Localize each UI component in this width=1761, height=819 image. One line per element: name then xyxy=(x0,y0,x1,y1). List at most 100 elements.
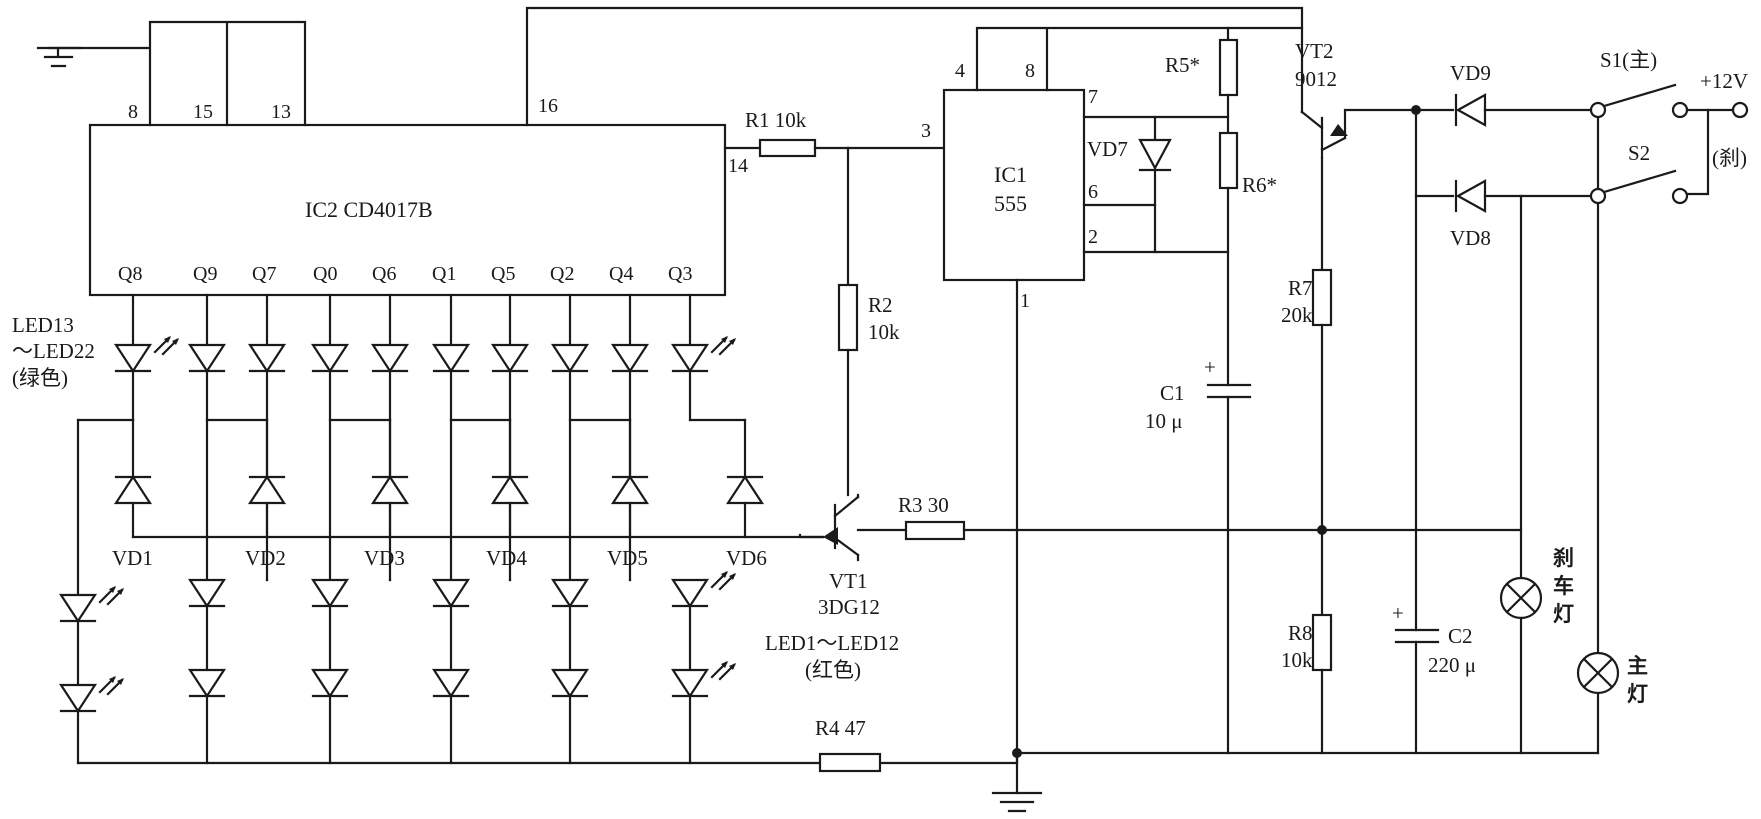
vt2-name: VT2 xyxy=(1295,39,1334,63)
red-led-row1-4-arrowhead-2 xyxy=(729,573,736,580)
red-led-row1-2 xyxy=(431,578,471,609)
junction-gnd xyxy=(1012,748,1022,758)
main-lamp-char-1: 主 xyxy=(1627,654,1648,678)
c2-name: C2 xyxy=(1448,624,1473,648)
green-led-left-2-arrowhead-2 xyxy=(117,678,124,685)
vt2-type: 9012 xyxy=(1295,67,1337,91)
red-led-row1-4-arrowhead-1 xyxy=(721,571,728,578)
vd8-diode: VD8 xyxy=(1450,179,1491,250)
r8-resistor: R8 10k xyxy=(1281,613,1333,672)
ic2-out-q1: Q1 xyxy=(432,263,456,285)
ic1-label-2: 555 xyxy=(994,191,1027,216)
ground-symbol xyxy=(991,791,1043,813)
r3-resistor: R3 30 xyxy=(898,493,966,541)
red-led-row1-0 xyxy=(187,578,227,609)
vd2-diode xyxy=(247,474,287,505)
r7-name: R7 xyxy=(1288,276,1313,300)
led-top-7 xyxy=(550,343,590,374)
ic2-out-q0: Q0 xyxy=(313,263,337,285)
led-top-1 xyxy=(187,343,227,374)
vt2-transistor: VT2 9012 xyxy=(1295,39,1418,160)
r1-label: R1 10k xyxy=(745,108,807,132)
vd3-diode xyxy=(370,474,410,505)
r5-resistor: R5* xyxy=(1165,38,1239,97)
green-led-9 xyxy=(670,343,710,374)
vd7-diode: VD7 xyxy=(1087,137,1172,172)
ic2-cd4017b: IC2 CD4017B 8 15 13 16 14 Q8 Q9 Q7 Q0 Q6… xyxy=(88,95,748,297)
ic1-pin-2: 2 xyxy=(1088,226,1098,248)
ic2-out-q5: Q5 xyxy=(491,263,515,285)
ic2-pin-8: 8 xyxy=(128,101,138,123)
s2-switch[interactable]: S2 xyxy=(1589,141,1689,205)
green-led-left-2-arrowhead-1 xyxy=(109,676,116,683)
green-led-label-3: (绿色) xyxy=(12,366,68,390)
green-led-left-1-arrowhead-2 xyxy=(117,588,124,595)
ic1-pin-3: 3 xyxy=(921,120,931,142)
ic1-555: IC1 555 4 8 7 6 2 1 xyxy=(942,60,1098,312)
vt1-name: VT1 xyxy=(829,569,868,593)
vd8-label: VD8 xyxy=(1450,226,1491,250)
r6-resistor: R6* xyxy=(1218,131,1277,197)
vd7-label: VD7 xyxy=(1087,137,1128,161)
red-led-row1-4 xyxy=(670,578,710,609)
green-led-left-1 xyxy=(58,593,98,624)
ic2-label: IC2 CD4017B xyxy=(305,197,433,222)
r8-name: R8 xyxy=(1288,621,1313,645)
r5-label: R5* xyxy=(1165,53,1200,77)
vd4-label: VD4 xyxy=(486,546,527,570)
brake-lamp-char-3: 灯 xyxy=(1553,602,1574,626)
green-led-left-2 xyxy=(58,683,98,714)
r2-value: 10k xyxy=(868,320,900,344)
red-led-row2-1 xyxy=(310,668,350,699)
red-led-row2-2 xyxy=(431,668,471,699)
c2-plus: + xyxy=(1392,601,1404,625)
vd6-label: VD6 xyxy=(726,546,767,570)
ic2-pin-15: 15 xyxy=(193,101,213,123)
red-led-row2-3 xyxy=(550,668,590,699)
green-led-0-arrowhead-2 xyxy=(172,338,179,345)
vt1-transistor: VT1 3DG12 xyxy=(798,493,880,619)
ic1-pin-8: 8 xyxy=(1025,60,1035,82)
main-lamp: 主 灯 xyxy=(1576,651,1648,706)
vd1-label: VD1 xyxy=(112,546,153,570)
c1-capacitor: + C1 10 μ xyxy=(1145,355,1252,433)
ic2-ground-connection xyxy=(36,20,307,127)
r2-resistor: R2 10k xyxy=(837,283,900,352)
r4-label: R4 47 xyxy=(815,716,866,740)
main-lamp-char-2: 灯 xyxy=(1627,682,1648,706)
ic2-out-q2: Q2 xyxy=(550,263,574,285)
led-array xyxy=(58,293,765,765)
led-top-2 xyxy=(247,343,287,374)
supply-terminal: +12V xyxy=(1700,69,1749,119)
brake-lamp: 刹 车 灯 xyxy=(1499,546,1574,626)
wire-ic1-vcc xyxy=(975,26,1304,92)
red-led-row2-4-arrowhead-1 xyxy=(721,661,728,668)
vd5-diode xyxy=(610,474,650,505)
ic1-pin-6: 6 xyxy=(1088,181,1098,203)
green-led-label-2: ～LED22 xyxy=(12,339,95,363)
green-led-9-arrowhead-1 xyxy=(721,336,728,343)
s1-switch[interactable]: S1(主) xyxy=(1589,48,1689,119)
green-led-0 xyxy=(113,343,153,374)
c1-plus: + xyxy=(1204,355,1216,379)
red-led-row1-1 xyxy=(310,578,350,609)
c1-name: C1 xyxy=(1160,381,1185,405)
ic1-pin-4: 4 xyxy=(955,60,965,82)
vd2-label: VD2 xyxy=(245,546,286,570)
r8-value: 10k xyxy=(1281,648,1313,672)
led-top-8 xyxy=(610,343,650,374)
red-led-label-1: LED1～LED12 xyxy=(765,631,899,655)
green-led-left-1-arrowhead-1 xyxy=(109,586,116,593)
ic2-out-q4: Q4 xyxy=(609,263,633,285)
vt1-type: 3DG12 xyxy=(818,595,880,619)
supply-label: +12V xyxy=(1700,69,1748,93)
brake-lamp-char-1: 刹 xyxy=(1553,546,1574,570)
ic2-pin-16: 16 xyxy=(538,95,558,117)
vd9-diode: VD9 xyxy=(1450,61,1491,127)
r3-label: R3 30 xyxy=(898,493,949,517)
ic1-pin-1: 1 xyxy=(1020,290,1030,312)
ic2-pin-13: 13 xyxy=(271,101,291,123)
red-led-row2-0 xyxy=(187,668,227,699)
red-led-row2-4-arrowhead-2 xyxy=(729,663,736,670)
